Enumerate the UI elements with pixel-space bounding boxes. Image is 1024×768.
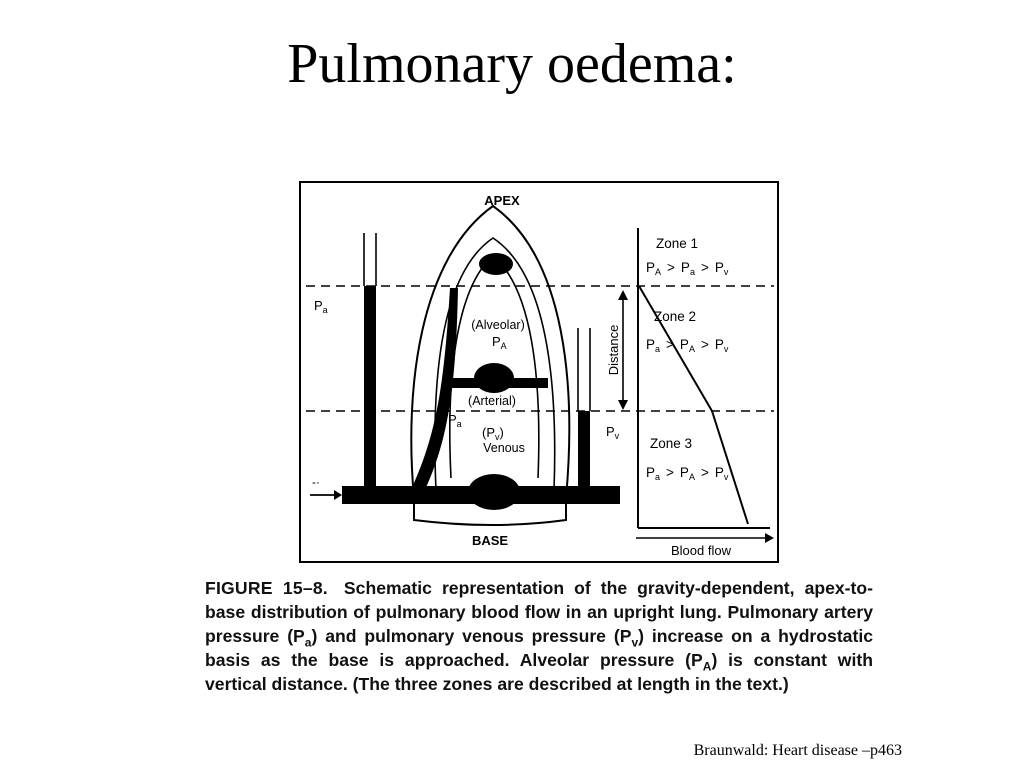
caption-text-4: ) is constant with vertical distance. (T… xyxy=(205,650,873,694)
blood-flow-profile xyxy=(638,285,749,525)
source-citation: Braunwald: Heart disease –p463 xyxy=(693,742,902,759)
caption-sub-A: A xyxy=(702,659,712,674)
caption-text-2: ) and pulmonary venous pressure (P xyxy=(311,626,632,646)
zone1-relation: PA>Pa>Pv xyxy=(646,260,729,277)
distance-arrowhead-up xyxy=(618,290,628,300)
alveolus-middle xyxy=(474,363,514,393)
blood-flow-label: Blood flow xyxy=(671,543,732,558)
venous-branch-mid xyxy=(506,378,548,388)
venous-pressure-label-inner: (Pv) xyxy=(482,425,504,442)
lung-zones-diagram: -· APEX BASE (Alveolar) PA (Arterial) Pa… xyxy=(299,181,779,563)
arterial-vessel xyxy=(408,288,458,496)
venous-manometer-tube xyxy=(578,411,590,498)
alveolus-apex xyxy=(479,253,513,275)
arterial-pressure-label-left: Pa xyxy=(314,298,328,315)
zone1-label: Zone 1 xyxy=(656,236,698,251)
apex-label: APEX xyxy=(484,193,520,208)
arterial-manometer-tube xyxy=(364,286,376,498)
slide-title: Pulmonary oedema: xyxy=(287,33,737,95)
inflow-arrowhead xyxy=(334,490,342,500)
zone2-relation: Pa>PA>Pv xyxy=(646,337,729,354)
caption-text-1: Schematic representation of the gravity-… xyxy=(205,578,873,646)
arterial-label: (Arterial) xyxy=(468,394,516,408)
distance-arrowhead-down xyxy=(618,400,628,410)
lung-outline xyxy=(410,204,571,526)
zone2-label: Zone 2 xyxy=(654,309,696,324)
alveolar-pressure-label: PA xyxy=(492,334,507,351)
caption-text-3: ) increase on a hydrostatic basis as the… xyxy=(205,626,873,670)
zone3-label: Zone 3 xyxy=(650,436,692,451)
alveolar-label: (Alveolar) xyxy=(471,318,525,332)
blood-flow-arrowhead xyxy=(765,533,774,543)
figure-number: FIGURE 15–8. xyxy=(205,578,328,598)
venous-label: Venous xyxy=(483,441,525,455)
distance-label: Distance xyxy=(606,325,621,376)
zone3-relation: Pa>PA>Pv xyxy=(646,465,729,482)
caption-sub-v: v xyxy=(631,635,639,650)
arterial-pressure-label-inner: Pa xyxy=(448,412,462,429)
venous-pressure-label-right: Pv xyxy=(606,424,620,441)
caption-sub-a: a xyxy=(304,635,312,650)
figure-caption: FIGURE 15–8. Schematic representation of… xyxy=(205,576,873,696)
inflow-mark: -· xyxy=(312,475,320,489)
alveolus-base xyxy=(468,474,520,510)
base-label: BASE xyxy=(472,533,508,548)
lung-inner-outline xyxy=(434,237,556,491)
